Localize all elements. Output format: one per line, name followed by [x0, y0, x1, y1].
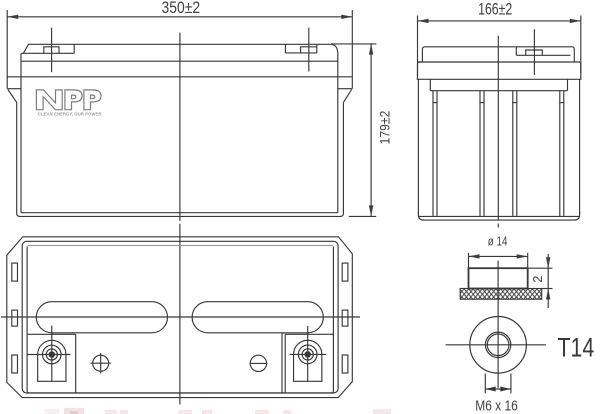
svg-text:2: 2: [531, 276, 545, 283]
svg-text:166±2: 166±2: [478, 1, 512, 19]
svg-text:CLEAN ENERGY, OUR POWER: CLEAN ENERGY, OUR POWER: [38, 112, 102, 117]
svg-text:T14: T14: [558, 333, 595, 363]
svg-text:179±2: 179±2: [377, 111, 393, 145]
svg-text:M6 x 16: M6 x 16: [475, 398, 518, 414]
svg-text:350±2: 350±2: [162, 0, 201, 17]
svg-text:ø 14: ø 14: [488, 234, 508, 249]
